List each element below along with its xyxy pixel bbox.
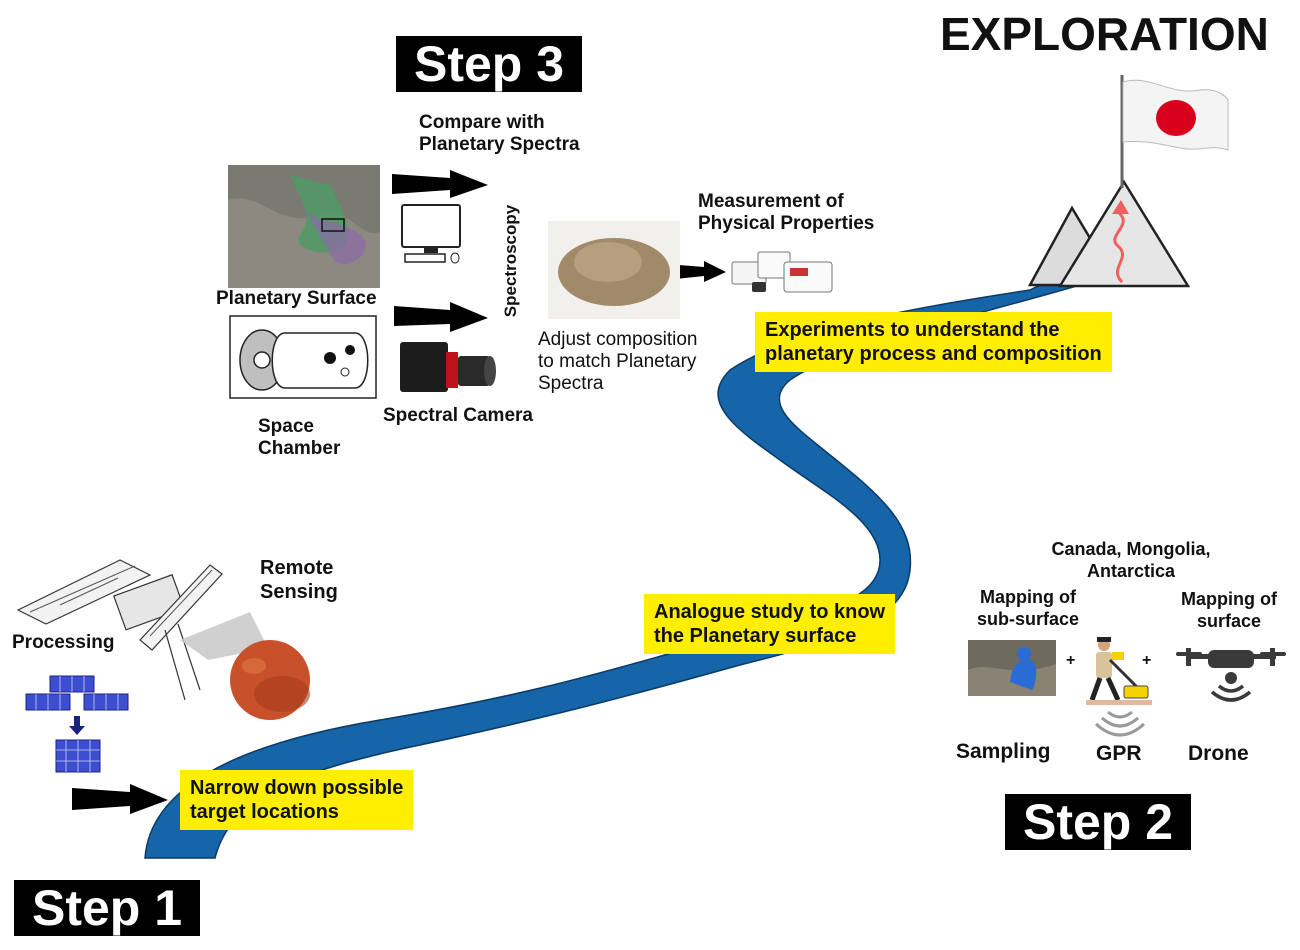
chamber-body: [271, 332, 369, 389]
callout-step1: Narrow down possible target locations: [180, 770, 414, 830]
arrow-step1-start: [72, 784, 168, 814]
mouse: [450, 252, 460, 264]
sampler-head: [1017, 647, 1031, 661]
summit-arrowhead: [1112, 200, 1129, 214]
spectral-camera: [400, 342, 448, 392]
gpr-ground: [1086, 700, 1152, 705]
step-3-badge: Step 3: [396, 36, 583, 92]
mars-highlight: [242, 658, 266, 674]
flag-sun: [1156, 100, 1196, 136]
monitor-stand: [424, 247, 438, 253]
callout-step3: Experiments to understand the planetary …: [755, 312, 1112, 372]
adjust-composition-label: Adjust composition to match Planetary Sp…: [538, 329, 698, 394]
instrument-3: [783, 261, 833, 293]
arrow-to-camera: [394, 302, 488, 332]
sampler-body: [1010, 659, 1037, 690]
mountain-front: [1057, 179, 1191, 288]
surface-roi-box: [321, 218, 345, 232]
camera-lens: [458, 356, 490, 386]
planetary-surface-label: Planetary Surface: [216, 288, 377, 309]
spectral-camera-label: Spectral Camera: [383, 405, 533, 426]
gpr-operator: [1089, 637, 1149, 702]
surface-label: Mapping of surface: [1181, 589, 1277, 631]
arrow-to-compare: [392, 170, 488, 198]
sampling-label: Sampling: [956, 740, 1051, 763]
soil-pile-top: [574, 242, 642, 282]
keyboard: [404, 253, 446, 263]
instrument-screen: [790, 268, 808, 276]
camera-lens-front: [484, 356, 496, 386]
spectroscopy-label: Spectroscopy: [501, 204, 521, 318]
processing-arrow: [69, 716, 85, 735]
plus-sign-2: +: [1142, 652, 1152, 669]
step-2-badge: Step 2: [1005, 794, 1192, 850]
compare-spectra-label: Compare with Planetary Spectra: [419, 112, 580, 155]
subsurface-label: Mapping of sub-surface: [976, 587, 1080, 629]
callout-step2: Analogue study to know the Planetary sur…: [644, 594, 896, 654]
chamber-port-1: [324, 352, 336, 364]
remote-sensing-label: Remote Sensing: [260, 557, 338, 603]
surface-delta-2: [305, 210, 366, 265]
measurement-label: Measurement of Physical Properties: [698, 191, 875, 234]
drone-icon: [1176, 648, 1286, 684]
plus-sign-1: +: [1066, 652, 1076, 669]
chamber-port-3: [340, 367, 350, 377]
mars-shade: [254, 676, 310, 712]
page-title: EXPLORATION: [940, 8, 1269, 60]
camera-ring: [446, 352, 458, 388]
satellite-icon: [16, 559, 223, 701]
gpr-label: GPR: [1096, 742, 1142, 765]
chamber-port-2: [345, 345, 355, 355]
arrow-to-measurement: [666, 261, 726, 282]
drone-waves-icon: [1210, 684, 1252, 702]
gpr-waves-icon: [1094, 710, 1146, 737]
regions-label: Canada, Mongolia, Antarctica: [1051, 539, 1211, 581]
computer-monitor: [401, 204, 461, 248]
step-1-badge: Step 1: [14, 880, 201, 936]
space-chamber-label: Space Chamber: [258, 416, 341, 459]
drone-label: Drone: [1188, 742, 1249, 765]
processing-label: Processing: [12, 632, 115, 653]
instrument-probe: [752, 282, 766, 292]
summit-route: [1113, 206, 1125, 284]
grid-lines: [35, 676, 119, 772]
chamber-window: [253, 351, 271, 369]
